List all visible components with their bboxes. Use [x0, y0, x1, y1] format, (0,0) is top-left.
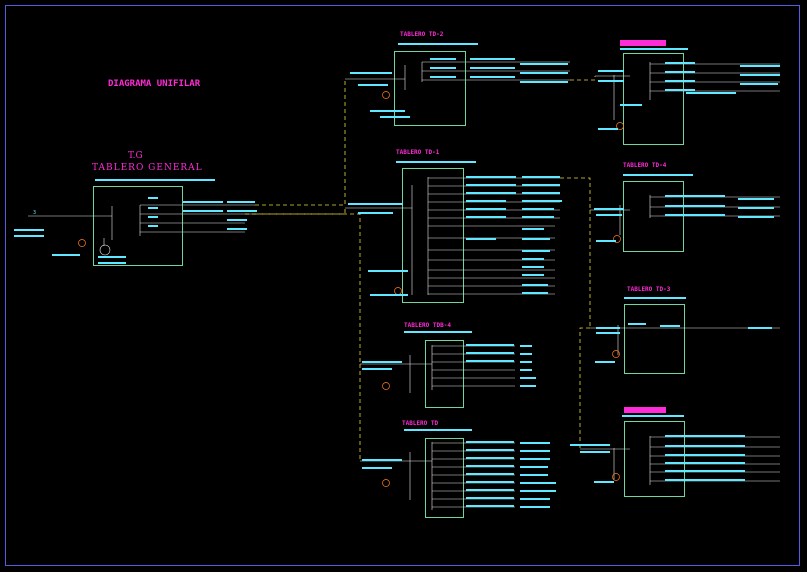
panel-title-tdb: TABLERO TDB-4: [404, 322, 451, 329]
panel-title-td3: TABLERO TD-3: [627, 286, 671, 293]
panel-tdb: [425, 340, 464, 408]
panel-title-td4-top: TABLERO TD-4: [623, 162, 667, 169]
panel-tg: [93, 186, 183, 266]
panel-title-top-right-bar: [620, 40, 666, 46]
diagram-title: DIAGRAMA UNIFILAR: [108, 79, 201, 89]
panel-bottom-right: [624, 421, 685, 497]
panel-td3: [624, 304, 685, 374]
panel-top-right: [623, 53, 684, 145]
panel-title-td: TABLERO TD: [402, 420, 439, 427]
tg-code: T.G: [128, 151, 143, 161]
panel-title-td1: TABLERO TD-1: [396, 149, 440, 156]
tg-feeder-label: 3: [33, 210, 37, 216]
panel-title-bottom-right-bar: [624, 407, 666, 413]
panel-td: [425, 438, 464, 518]
panel-title-td2: TABLERO TD-2: [400, 31, 444, 38]
drawing-frame: [5, 5, 800, 566]
tg-name: TABLERO GENERAL: [92, 163, 203, 173]
panel-td2: [394, 51, 466, 126]
panel-td4-top: [623, 181, 684, 252]
panel-td1: [402, 168, 464, 303]
